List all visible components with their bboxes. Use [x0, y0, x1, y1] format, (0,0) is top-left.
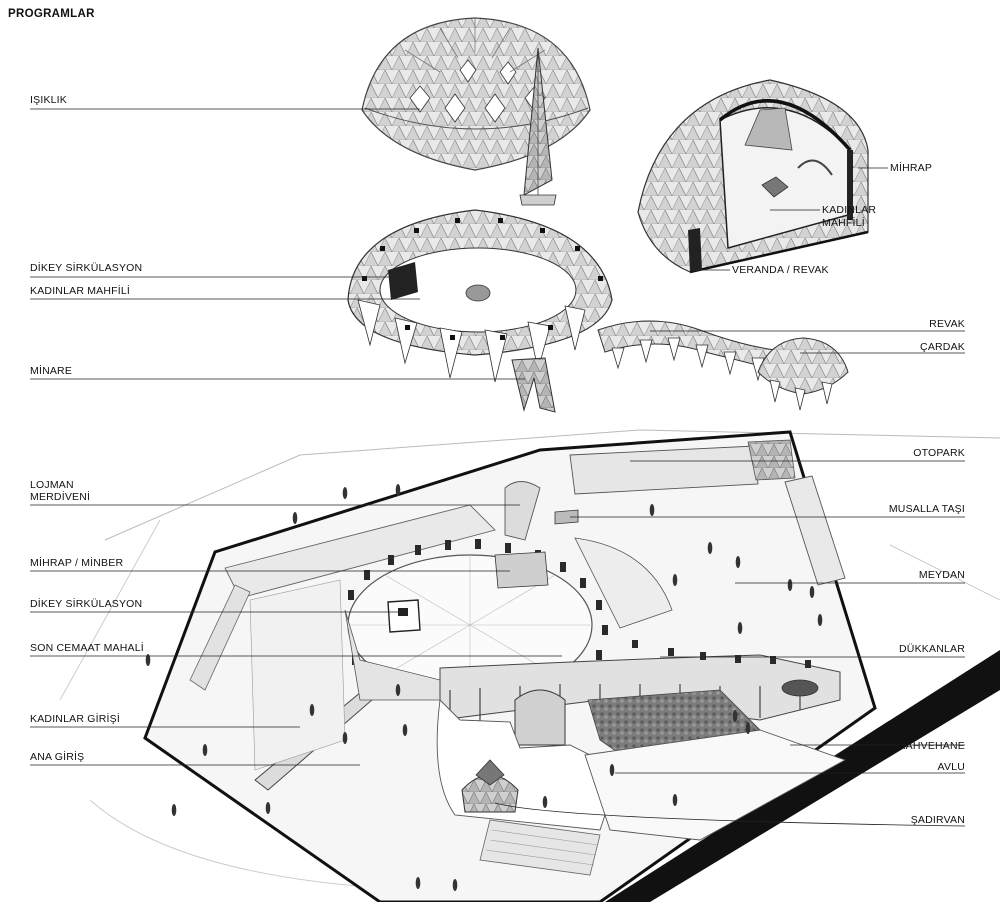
minaret-lower-illustration: [511, 357, 556, 413]
revak-arcade-illustration: [597, 320, 786, 382]
label-kadinlar-mahfili-top: KADINLAR MAHFİLİ: [30, 285, 131, 297]
label-kadinlar-mahfili-section-line2: MAHFİLİ: [822, 217, 865, 229]
label-kadinlar-girisi: KADINLAR GİRİŞİ: [30, 713, 120, 725]
label-minare: MİNARE: [30, 365, 73, 377]
label-dikey-sirkulasyon-plan: DİKEY SİRKÜLASYON: [30, 598, 143, 610]
minaret-illustration: [519, 47, 557, 206]
leader-lines: [30, 108, 966, 827]
label-kadinlar-mahfili-section-line1: KADINLAR: [822, 204, 877, 216]
label-meydan: MEYDAN: [918, 569, 965, 581]
label-dukkanlar: DÜKKANLAR: [899, 643, 965, 655]
site-plan: [143, 430, 877, 902]
label-cardak: ÇARDAK: [920, 341, 965, 353]
section-dome-illustration: [637, 79, 869, 274]
label-sadirvan: ŞADIRVAN: [910, 814, 965, 826]
leader-sadirvan: [494, 802, 966, 827]
label-mihrap-minber: MİHRAP / MİNBER: [30, 557, 124, 569]
label-lojman-merdiveni-line2: MERDİVENİ: [30, 491, 91, 503]
mahfil-ring-illustration: [347, 209, 613, 383]
cardak-illustration: [757, 337, 849, 411]
sadirvan-illustration: [461, 759, 519, 813]
label-kahvehane: KAHVEHANE: [898, 740, 965, 752]
label-dikey-sirkulasyon-top: DİKEY SİRKÜLASYON: [30, 262, 143, 274]
label-lojman-merdiveni-line1: LOJMAN: [30, 479, 74, 491]
label-ana-giris: ANA GİRİŞ: [30, 751, 85, 763]
label-veranda-revak: VERANDA / REVAK: [732, 264, 829, 276]
label-isiklik: IŞIKLIK: [30, 94, 68, 106]
label-mihrap: MİHRAP: [890, 162, 933, 174]
label-otopark: OTOPARK: [913, 447, 965, 459]
label-son-cemaat-mahali: SON CEMAAT MAHALİ: [30, 642, 144, 654]
label-avlu: AVLU: [937, 761, 965, 773]
label-revak: REVAK: [929, 318, 965, 330]
diagram-title: PROGRAMLAR: [8, 8, 95, 20]
dome-illustration: [361, 17, 591, 171]
label-musalla-tasi: MUSALLA TAŞI: [888, 503, 965, 515]
